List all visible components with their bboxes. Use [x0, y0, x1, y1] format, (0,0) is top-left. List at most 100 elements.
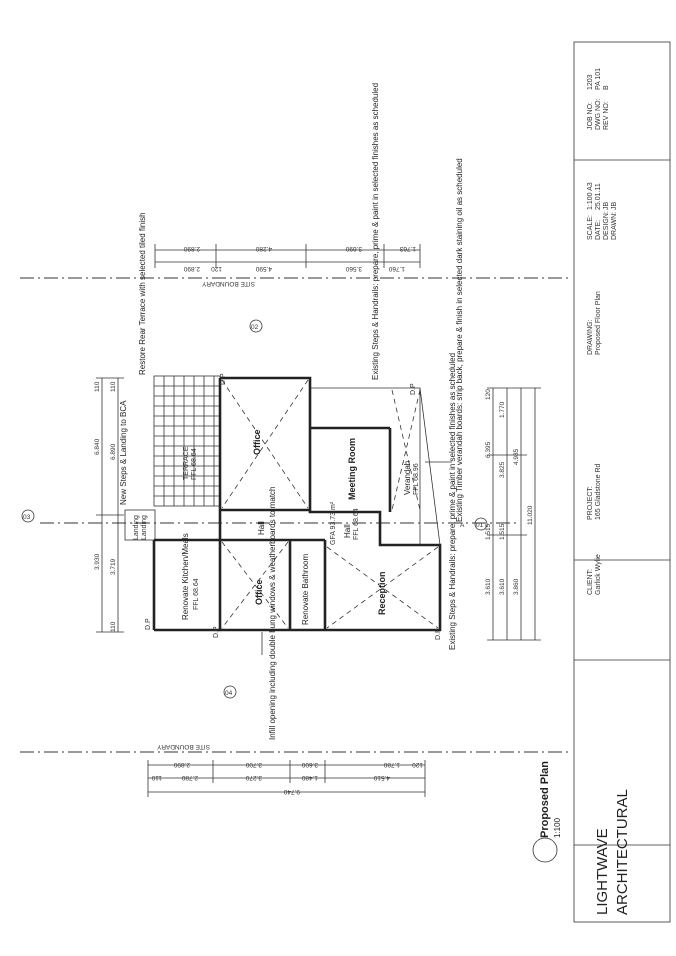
scale-label: SCALE:: [587, 215, 594, 240]
plan-scale: 1:100: [553, 817, 562, 838]
dim-right-1: 3.610: [485, 578, 492, 595]
marker-label-4: 01: [476, 522, 484, 529]
job-label: JOB NO:: [587, 102, 594, 130]
room-gfa: GFA 93.73 m²: [330, 501, 337, 545]
dim-top-1: 2.890: [183, 245, 200, 252]
dp-label-5: D.P: [435, 628, 442, 640]
dim-right-2: 1.515: [485, 523, 492, 540]
room-hall-ffl: FFL 68.64: [353, 508, 360, 540]
brand-line2: ARCHITECTURAL: [614, 789, 631, 915]
client-value: Garlick Wylie: [595, 554, 602, 595]
dwg-label: DWG NO:: [595, 98, 602, 130]
room-kitchen: Renovate Kitchen/Meals: [181, 533, 190, 620]
dim-bottom-5: 120: [412, 761, 423, 768]
project-value: 165 Gladstone Rd: [595, 463, 602, 520]
drawing-label: DRAWING:: [587, 319, 594, 355]
note-steps-bottom: Existing Steps & Handrails: prepare, pri…: [448, 353, 457, 650]
note-terrace: Restore Rear Terrace with selected tiled…: [138, 212, 147, 375]
dim-left-4: 3.719: [110, 558, 117, 575]
dwg-value: PA 101: [595, 68, 602, 90]
design-label: DESIGN:: [603, 211, 610, 240]
client-label: CLIENT:: [587, 569, 594, 595]
left-dimensions: [96, 377, 124, 633]
plan-title: Proposed Plan: [539, 761, 551, 838]
title-block: [573, 41, 671, 923]
project-label: PROJECT:: [587, 486, 594, 520]
dp-label-2: D.P: [410, 383, 417, 395]
marker-label-1: 02: [251, 324, 259, 331]
room-hall-left: Hall: [257, 521, 266, 535]
dp-label-3: D.P: [145, 618, 152, 630]
dim-right-7: 3.825: [499, 461, 506, 478]
note-verandah-boards: Existing Timber verandah boards: strip b…: [455, 158, 464, 522]
dim-bottom-1: 2.890: [173, 761, 190, 768]
dim-bottom-7: 2.780: [181, 774, 198, 781]
dim-left-6: 110: [110, 621, 117, 632]
dim-bottom-10: 4.510: [373, 774, 390, 781]
room-verandah-ffl: FFL 68.96: [413, 463, 420, 495]
note-steps-top: Existing Steps & Handrails: prepare, pri…: [371, 83, 380, 380]
landing: [124, 509, 156, 541]
dim-left-7: 110: [110, 381, 117, 392]
dim-bottom-2: 3.700: [245, 761, 262, 768]
room-landing: Landing: [133, 515, 140, 540]
dim-bottom-6: 110: [151, 774, 162, 781]
dim-right-10: 4.985: [513, 448, 520, 465]
dim-right-6: 1.515: [499, 523, 506, 540]
marker-circles: [21, 319, 488, 699]
site-boundary-bottom-label: SITE BOUNDARY: [156, 743, 210, 750]
rev-value: B: [603, 85, 610, 90]
job-value: 1203: [587, 74, 594, 90]
rev-label: REV NO:: [603, 101, 610, 130]
dim-bottom-9: 1.480: [301, 774, 318, 781]
site-boundary-lines: [20, 277, 570, 753]
room-bathroom: Renovate Bathroom: [301, 554, 310, 625]
dim-top-7: 4.590: [255, 265, 272, 272]
room-office-top: Office: [252, 429, 262, 455]
room-reception: Reception: [377, 571, 387, 615]
brand-line1: LIGHTWAVE: [594, 828, 611, 915]
dim-top-3: 3.690: [345, 245, 362, 252]
dim-top-9: 1.760: [388, 265, 405, 272]
dim-right-8: 1.770: [499, 401, 506, 418]
dim-bottom-4: 1.780: [383, 761, 400, 768]
dim-bottom-11: 9.740: [283, 788, 300, 795]
room-terrace-ffl: FFL 68.64: [191, 448, 198, 480]
dim-left-3: 110: [94, 381, 101, 392]
room-landing-sub: Landing: [141, 515, 148, 540]
date-value: 25.01.11: [595, 183, 602, 210]
drawn-value: JB: [611, 202, 618, 211]
site-boundary-top-label: SITE BOUNDARY: [201, 280, 255, 287]
plan-title-circle: [532, 837, 558, 863]
dim-top-6: 120: [211, 265, 222, 272]
room-office-bottom: Office: [254, 579, 264, 605]
dim-left-5: 6.890: [110, 443, 117, 460]
building-walls: [152, 376, 442, 632]
marker-label-5: A: [460, 522, 465, 529]
dim-top-4: 1.763: [399, 245, 416, 252]
design-value: JB: [603, 202, 610, 211]
dim-left-2: 6.840: [94, 438, 101, 455]
dp-label-4: D.P: [213, 626, 220, 638]
dim-bottom-8: 3.270: [245, 774, 262, 781]
note-new-steps: New Steps & Landing to BCA: [119, 400, 128, 505]
dim-top-8: 3.560: [345, 265, 362, 272]
dim-right-9: 3.860: [513, 578, 520, 595]
dim-top-5: 2.890: [183, 265, 200, 272]
marker-label-3: 04: [225, 690, 233, 697]
dim-right-4: 120: [485, 389, 492, 400]
date-label: DATE:: [595, 220, 602, 240]
dim-bottom-3: 3.600: [301, 761, 318, 768]
room-terrace: TERRACE: [183, 446, 190, 480]
terrace-tiles: [153, 375, 221, 507]
right-dimensions: [487, 387, 541, 641]
room-verandah: Verandah: [403, 461, 412, 495]
bottom-dimensions: [147, 760, 426, 797]
drawn-label: DRAWN:: [611, 212, 618, 240]
room-hall-right: Hall: [343, 524, 352, 538]
room-meeting: Meeting Room: [347, 438, 357, 500]
dim-right-3: 6.395: [485, 441, 492, 458]
dim-top-2: 4.280: [255, 245, 272, 252]
note-infill: Infill opening including double hung win…: [268, 487, 277, 741]
